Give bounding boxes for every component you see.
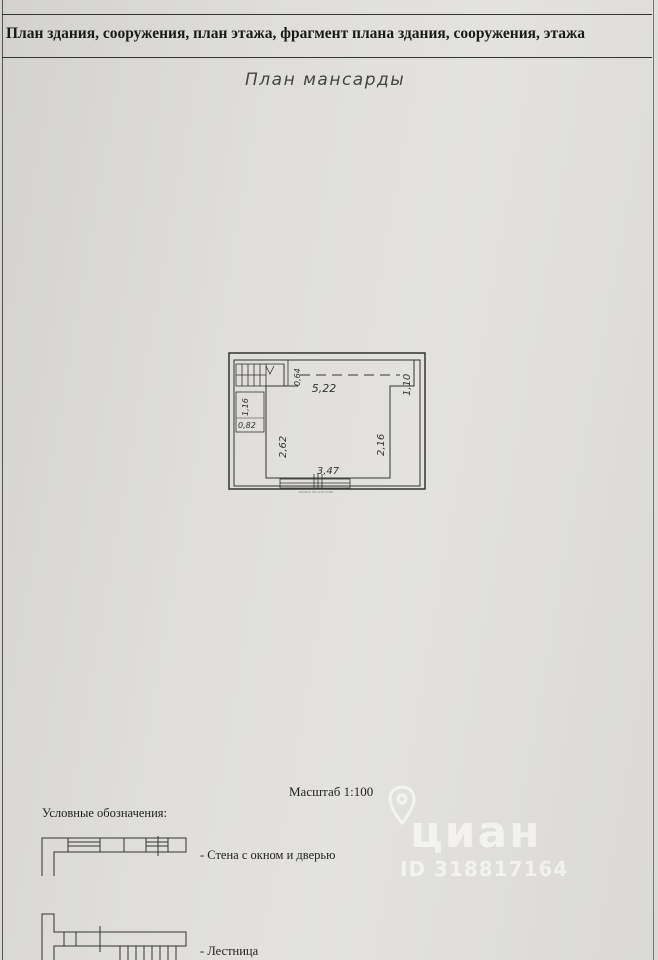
dim-top-length: 5,22 xyxy=(312,382,337,395)
legend-item-stairs-label: - Лестница xyxy=(200,944,259,958)
inner-wall xyxy=(233,359,421,487)
dim-right-wall: 1,10 xyxy=(402,374,413,396)
header-box xyxy=(2,14,652,58)
dim-bottom-width: 3,47 xyxy=(317,466,340,477)
legend-title: Условные обозначения: xyxy=(42,806,168,820)
wall-with-window-and-door-icon xyxy=(41,836,187,876)
dim-right-inner: 2,16 xyxy=(376,434,387,456)
dim-closet-height: 1,16 xyxy=(241,398,250,416)
dim-closet-width: 0,82 xyxy=(238,421,256,430)
document-header-title: План здания, сооружения, план этажа, фра… xyxy=(6,25,586,42)
staircase xyxy=(235,360,289,387)
stamp-text: ФИЛИАЛ ГБУ ЦТИ ППБС xyxy=(298,490,334,494)
legend-item-wall-label: - Стена с окном и дверью xyxy=(200,848,336,862)
outer-wall xyxy=(228,352,426,490)
frame-right-border xyxy=(653,0,654,960)
dim-stair-width: 0,64 xyxy=(293,368,302,386)
scale-label: Масштаб 1:100 xyxy=(289,784,374,799)
closet xyxy=(235,391,265,433)
frame-left-border xyxy=(2,0,3,960)
staircase-icon xyxy=(41,913,187,960)
dim-left-inner: 2,62 xyxy=(278,436,289,458)
plan-title: План мансарды xyxy=(245,70,406,90)
floor-plan: ФИЛИАЛ ГБУ ЦТИ ППБС 5,22 1,10 2,16 2,62 … xyxy=(228,352,426,494)
window-door xyxy=(279,474,351,489)
